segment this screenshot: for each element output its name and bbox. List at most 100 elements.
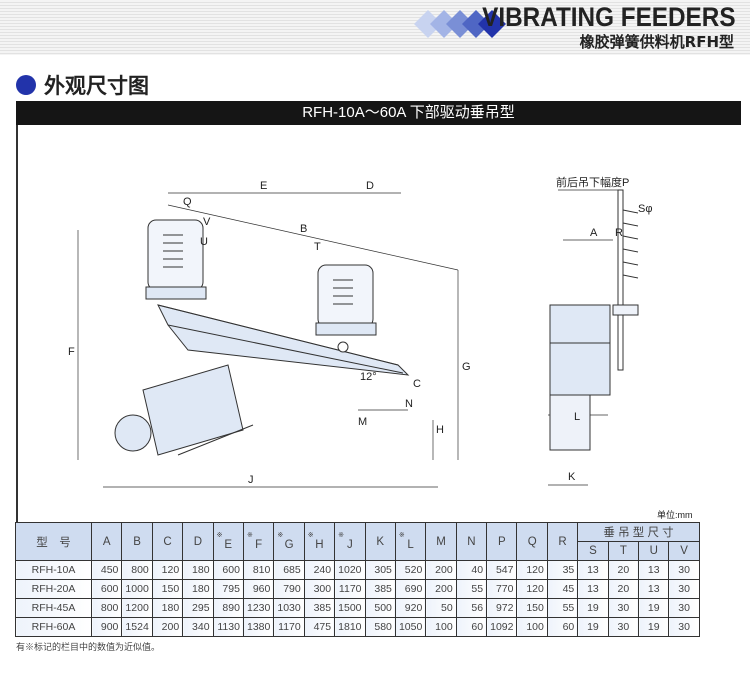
value-cell: 1524 bbox=[121, 617, 153, 637]
value-cell: 300 bbox=[303, 579, 336, 599]
column-header-L: ※L bbox=[394, 522, 427, 561]
label-Q: Q bbox=[183, 196, 192, 208]
value-cell: 30 bbox=[668, 579, 700, 599]
label-N: N bbox=[405, 398, 413, 410]
label-A: A bbox=[590, 227, 598, 239]
value-cell: 600 bbox=[90, 579, 123, 599]
value-cell: 19 bbox=[577, 598, 609, 618]
value-cell: 150 bbox=[151, 579, 184, 599]
value-cell: 1050 bbox=[394, 617, 427, 637]
approx-mark: ※ bbox=[398, 531, 405, 539]
value-cell: 960 bbox=[242, 579, 275, 599]
value-cell: 810 bbox=[242, 560, 275, 580]
value-cell: 35 bbox=[546, 560, 579, 580]
column-header-label: Q bbox=[527, 535, 537, 548]
model-cell: RFH-10A bbox=[15, 560, 92, 580]
end-view bbox=[549, 189, 639, 451]
value-cell: 120 bbox=[516, 560, 548, 580]
approx-mark: ※ bbox=[277, 531, 284, 539]
value-cell: 13 bbox=[577, 560, 609, 580]
value-cell: 900 bbox=[90, 617, 123, 637]
value-cell: 1020 bbox=[334, 560, 366, 580]
value-cell: 1092 bbox=[486, 617, 518, 637]
column-header-label: D bbox=[193, 535, 203, 548]
value-cell: 55 bbox=[455, 579, 488, 599]
section-heading: 外观尺寸图 bbox=[16, 70, 149, 100]
section-title: 外观尺寸图 bbox=[44, 74, 149, 98]
label-angle: 12° bbox=[360, 371, 377, 383]
brand-title: VIBRATING FEEDERS bbox=[482, 2, 736, 32]
column-header-D: D bbox=[182, 522, 214, 561]
column-header-F: ※F bbox=[242, 522, 275, 561]
column-header-U: U bbox=[638, 541, 670, 561]
value-cell: 13 bbox=[638, 579, 670, 599]
column-header-Q: Q bbox=[516, 522, 548, 561]
column-header-label: E bbox=[224, 538, 233, 551]
value-cell: 40 bbox=[455, 560, 488, 580]
group-header-suspension: 垂 吊 型 尺 寸 bbox=[577, 522, 700, 542]
value-cell: 500 bbox=[364, 598, 396, 618]
label-S: Sφ bbox=[638, 203, 652, 215]
value-cell: 295 bbox=[182, 598, 214, 618]
column-header-G: ※G bbox=[273, 522, 305, 561]
label-G: G bbox=[462, 361, 471, 373]
value-cell: 800 bbox=[121, 560, 153, 580]
label-V: V bbox=[203, 216, 211, 228]
value-cell: 1000 bbox=[121, 579, 153, 599]
column-header-label: H bbox=[315, 538, 324, 551]
label-E: E bbox=[260, 180, 267, 192]
column-header-label: G bbox=[284, 538, 294, 551]
column-header-label: M bbox=[436, 535, 446, 548]
value-cell: 180 bbox=[151, 598, 184, 618]
value-cell: 1170 bbox=[334, 579, 366, 599]
value-cell: 1200 bbox=[121, 598, 153, 618]
value-cell: 30 bbox=[668, 617, 700, 637]
column-header-P: P bbox=[486, 522, 518, 561]
value-cell: 475 bbox=[303, 617, 336, 637]
label-P: 前后吊下幅度P bbox=[556, 175, 629, 189]
value-cell: 770 bbox=[486, 579, 518, 599]
brand-subtitle: 橡胶弹簧供料机RFH型 bbox=[579, 33, 734, 51]
value-cell: 45 bbox=[546, 579, 579, 599]
value-cell: 240 bbox=[303, 560, 336, 580]
header-banner: VIBRATING FEEDERS 橡胶弹簧供料机RFH型 bbox=[0, 0, 750, 55]
value-cell: 120 bbox=[516, 579, 548, 599]
value-cell: 972 bbox=[486, 598, 518, 618]
column-header-E: ※E bbox=[212, 522, 244, 561]
value-cell: 890 bbox=[212, 598, 244, 618]
column-header-label: P bbox=[497, 535, 506, 548]
value-cell: 180 bbox=[182, 579, 214, 599]
frame-line bbox=[16, 125, 18, 522]
column-header-J: ※J bbox=[334, 522, 366, 561]
value-cell: 200 bbox=[425, 579, 457, 599]
column-header-label: C bbox=[163, 535, 172, 548]
value-cell: 1030 bbox=[273, 598, 305, 618]
column-header-K: K bbox=[364, 522, 396, 561]
diamond-logo-icon bbox=[414, 10, 506, 38]
label-J: J bbox=[248, 474, 254, 486]
value-cell: 790 bbox=[273, 579, 305, 599]
column-header-label: B bbox=[133, 535, 141, 548]
approx-mark: ※ bbox=[307, 531, 314, 539]
column-header-label: N bbox=[467, 535, 476, 548]
bullet-icon bbox=[16, 75, 36, 95]
value-cell: 340 bbox=[182, 617, 214, 637]
column-header-R: R bbox=[546, 522, 579, 561]
value-cell: 120 bbox=[151, 560, 184, 580]
value-cell: 795 bbox=[212, 579, 244, 599]
value-cell: 19 bbox=[577, 617, 609, 637]
value-cell: 1500 bbox=[334, 598, 366, 618]
column-header-label: R bbox=[558, 535, 567, 548]
unit-label: 单位:mm bbox=[657, 510, 693, 520]
column-header-B: B bbox=[121, 522, 153, 561]
value-cell: 200 bbox=[151, 617, 184, 637]
value-cell: 19 bbox=[638, 617, 670, 637]
value-cell: 305 bbox=[364, 560, 396, 580]
column-header-S: S bbox=[577, 541, 609, 561]
column-header-label: L bbox=[407, 538, 414, 551]
value-cell: 30 bbox=[607, 617, 640, 637]
